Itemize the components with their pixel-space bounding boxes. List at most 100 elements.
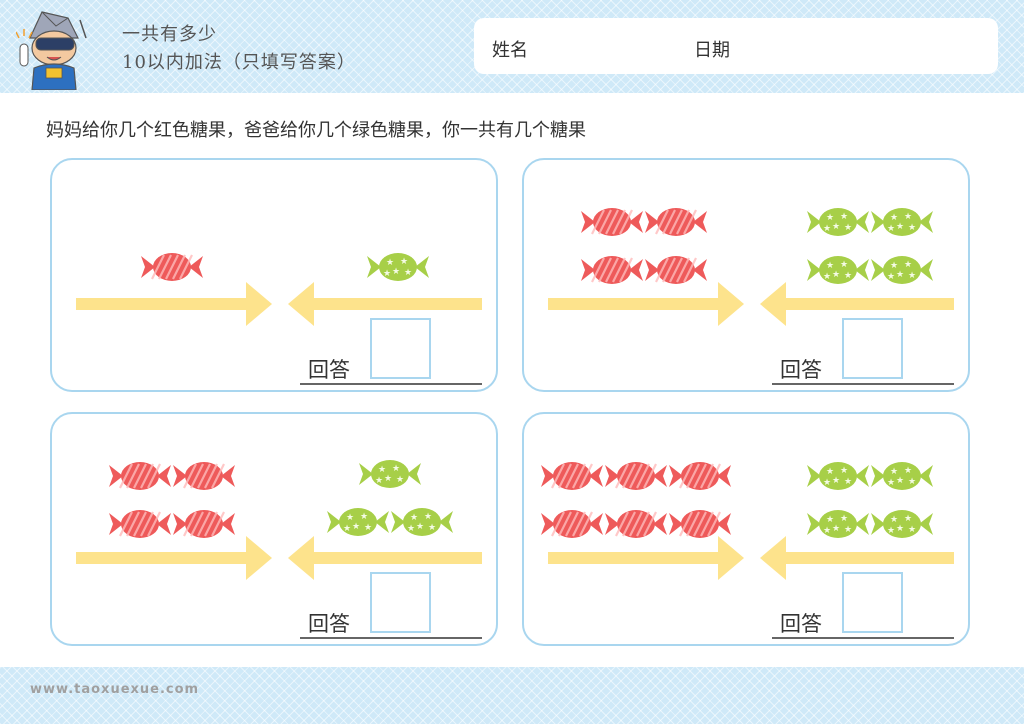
answer-box[interactable] bbox=[370, 318, 431, 379]
red-candy-icon bbox=[109, 462, 171, 490]
svg-text:★: ★ bbox=[904, 212, 912, 222]
answer-box[interactable] bbox=[842, 572, 903, 633]
svg-text:★: ★ bbox=[908, 477, 916, 487]
svg-text:★: ★ bbox=[346, 513, 354, 523]
svg-text:★: ★ bbox=[896, 270, 904, 280]
green-candy-icon: ★★★★★ bbox=[391, 508, 453, 536]
left-arrow-icon bbox=[760, 282, 954, 326]
red-candy-icon bbox=[109, 510, 171, 538]
red-candy-icon bbox=[581, 256, 643, 284]
svg-text:★: ★ bbox=[890, 515, 898, 525]
red-candy-icon bbox=[645, 208, 707, 236]
svg-text:★: ★ bbox=[428, 523, 436, 533]
answer-box[interactable] bbox=[370, 572, 431, 633]
candy-illustration: ★★★★★★★★★★★★★★★ bbox=[76, 460, 482, 580]
red-candy-icon bbox=[541, 510, 603, 538]
red-candy-icon bbox=[173, 510, 235, 538]
svg-text:★: ★ bbox=[844, 223, 852, 233]
svg-text:★: ★ bbox=[887, 478, 895, 488]
problem-card: ★★★★★★★★★★★★★★★★★★★★回答 bbox=[522, 158, 970, 392]
right-arrow-icon bbox=[76, 536, 272, 580]
svg-text:★: ★ bbox=[832, 270, 840, 280]
svg-text:★: ★ bbox=[887, 272, 895, 282]
svg-text:★: ★ bbox=[826, 515, 834, 525]
right-arrow-icon bbox=[548, 282, 744, 326]
answer-underline bbox=[772, 383, 954, 385]
problem-card: ★★★★★ 回答 bbox=[50, 158, 498, 392]
problem-card: ★★★★★★★★★★★★★★★回答 bbox=[50, 412, 498, 646]
red-candy-icon bbox=[669, 510, 731, 538]
svg-text:★: ★ bbox=[826, 213, 834, 223]
green-candy-icon: ★★★★★ bbox=[807, 510, 869, 538]
svg-text:★: ★ bbox=[392, 267, 400, 277]
candy-illustration: ★★★★★ bbox=[76, 253, 482, 326]
student-info-box: 姓名 日期 bbox=[474, 18, 998, 74]
name-label: 姓名 bbox=[492, 40, 528, 61]
green-candy-icon: ★★★★★ bbox=[367, 253, 429, 281]
svg-text:★: ★ bbox=[840, 212, 848, 222]
svg-text:★: ★ bbox=[424, 512, 432, 522]
svg-text:★: ★ bbox=[840, 260, 848, 270]
footer-url: www.taoxuexue.com bbox=[30, 682, 200, 697]
svg-text:★: ★ bbox=[375, 476, 383, 486]
svg-text:★: ★ bbox=[896, 222, 904, 232]
candy-illustration: ★★★★★★★★★★★★★★★★★★★★ bbox=[541, 462, 954, 580]
right-arrow-icon bbox=[548, 536, 744, 580]
svg-text:★: ★ bbox=[400, 257, 408, 267]
svg-text:★: ★ bbox=[383, 269, 391, 279]
svg-text:★: ★ bbox=[832, 524, 840, 534]
svg-text:★: ★ bbox=[887, 526, 895, 536]
svg-text:★: ★ bbox=[904, 260, 912, 270]
instruction-text: 妈妈给你几个红色糖果，爸爸给你几个绿色糖果，你一共有几个糖果 bbox=[46, 120, 586, 141]
green-candy-icon: ★★★★★ bbox=[871, 462, 933, 490]
svg-text:★: ★ bbox=[844, 477, 852, 487]
left-arrow-icon bbox=[760, 536, 954, 580]
svg-text:★: ★ bbox=[384, 474, 392, 484]
answer-label: 回答 bbox=[308, 612, 350, 636]
svg-text:★: ★ bbox=[840, 466, 848, 476]
green-candy-icon: ★★★★★ bbox=[871, 256, 933, 284]
svg-text:★: ★ bbox=[823, 272, 831, 282]
green-candy-icon: ★★★★★ bbox=[807, 256, 869, 284]
svg-text:★: ★ bbox=[908, 525, 916, 535]
svg-text:★: ★ bbox=[386, 258, 394, 268]
answer-underline bbox=[300, 637, 482, 639]
svg-text:★: ★ bbox=[904, 514, 912, 524]
svg-text:★: ★ bbox=[352, 522, 360, 532]
red-candy-icon bbox=[173, 462, 235, 490]
svg-text:★: ★ bbox=[896, 524, 904, 534]
svg-text:★: ★ bbox=[392, 464, 400, 474]
svg-text:★: ★ bbox=[896, 476, 904, 486]
green-candy-icon: ★★★★★ bbox=[871, 510, 933, 538]
header-banner: 一共有多少 10以内加法（只填写答案） 姓名 日期 bbox=[0, 0, 1024, 93]
svg-text:★: ★ bbox=[343, 524, 351, 534]
red-candy-icon bbox=[541, 462, 603, 490]
red-candy-icon bbox=[669, 462, 731, 490]
svg-text:★: ★ bbox=[832, 476, 840, 486]
left-arrow-icon bbox=[288, 282, 482, 326]
green-candy-icon: ★★★★★ bbox=[807, 208, 869, 236]
red-candy-icon bbox=[605, 510, 667, 538]
svg-text:★: ★ bbox=[416, 522, 424, 532]
green-candy-icon: ★★★★★ bbox=[327, 508, 389, 536]
footer-banner bbox=[0, 667, 1024, 724]
answer-label: 回答 bbox=[780, 612, 822, 636]
red-candy-icon bbox=[645, 256, 707, 284]
svg-text:★: ★ bbox=[840, 514, 848, 524]
mascot-icon bbox=[16, 11, 87, 90]
svg-text:★: ★ bbox=[378, 465, 386, 475]
right-arrow-icon bbox=[76, 282, 272, 326]
svg-text:★: ★ bbox=[410, 513, 418, 523]
svg-text:★: ★ bbox=[396, 475, 404, 485]
green-candy-icon: ★★★★★ bbox=[871, 208, 933, 236]
answer-box[interactable] bbox=[842, 318, 903, 379]
svg-text:★: ★ bbox=[887, 224, 895, 234]
svg-text:★: ★ bbox=[890, 467, 898, 477]
worksheet-subtitle: 10以内加法（只填写答案） bbox=[122, 52, 356, 73]
problem-card: ★★★★★★★★★★★★★★★★★★★★回答 bbox=[522, 412, 970, 646]
answer-label: 回答 bbox=[780, 358, 822, 382]
answer-label: 回答 bbox=[308, 358, 350, 382]
red-candy-icon bbox=[581, 208, 643, 236]
svg-text:★: ★ bbox=[890, 213, 898, 223]
candy-illustration: ★★★★★★★★★★★★★★★★★★★★ bbox=[548, 208, 954, 326]
